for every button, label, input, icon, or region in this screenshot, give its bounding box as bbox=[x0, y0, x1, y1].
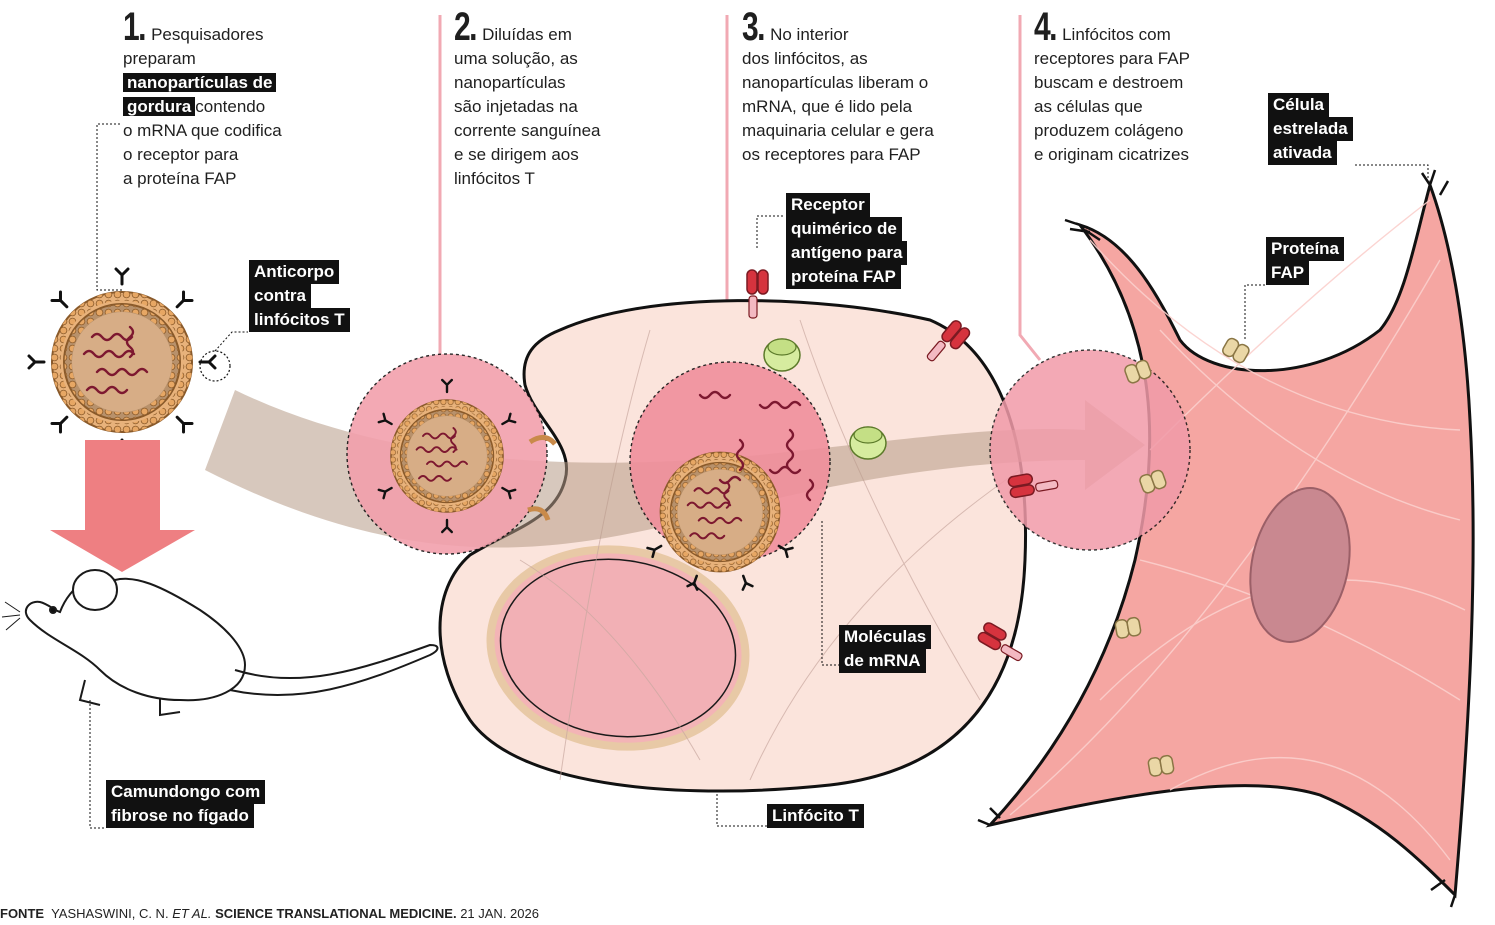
step-1-text: 1. Pesquisadores preparam nanopartículas… bbox=[123, 10, 343, 191]
step-1-highlight-1: nanopartículas de bbox=[123, 73, 276, 92]
fap-protein-4 bbox=[1115, 617, 1142, 639]
step-4-line-3: buscam e destroem bbox=[1034, 71, 1254, 95]
step-2-number: 2. bbox=[454, 10, 476, 44]
step-2-text: 2. Diluídas em uma solução, as nanopartí… bbox=[454, 10, 654, 191]
label-celula: Célula estrelada ativada bbox=[1268, 93, 1353, 165]
label-proteina-line-2: FAP bbox=[1266, 261, 1309, 285]
label-mrna-line-2: de mRNA bbox=[839, 649, 926, 673]
step-3-line-2: dos linfócitos, as bbox=[742, 47, 992, 71]
step-1-line-8: a proteína FAP bbox=[123, 167, 343, 191]
label-anticorpo: Anticorpo contra linfócitos T bbox=[249, 260, 350, 332]
source-prefix: FONTE bbox=[0, 906, 44, 921]
step-2-line-2: uma solução, as bbox=[454, 47, 654, 71]
step-3-text: 3. No interior dos linfócitos, as nanopa… bbox=[742, 10, 992, 167]
label-anticorpo-line-3: linfócitos T bbox=[249, 308, 350, 332]
step-2-line-4: são injetadas na bbox=[454, 95, 654, 119]
step-1-number: 1. bbox=[123, 10, 145, 44]
step-3-line-1: No interior bbox=[770, 25, 848, 44]
label-camundongo-line-2: fibrose no fígado bbox=[106, 804, 254, 828]
label-camundongo: Camundongo com fibrose no fígado bbox=[106, 780, 265, 828]
label-celula-line-2: estrelada bbox=[1268, 117, 1353, 141]
label-celula-line-1: Célula bbox=[1268, 93, 1329, 117]
label-linfocito-line-1: Linfócito T bbox=[767, 804, 864, 828]
step-3-line-5: maquinaria celular e gera bbox=[742, 119, 992, 143]
step-3-line-4: mRNA, que é lido pela bbox=[742, 95, 992, 119]
label-proteina-line-1: Proteína bbox=[1266, 237, 1344, 261]
step-1-line-7: o receptor para bbox=[123, 143, 343, 167]
step-1-line-2: preparam bbox=[123, 47, 343, 71]
source-date: 21 JAN. 2026 bbox=[460, 906, 539, 921]
label-receptor-line-4: proteína FAP bbox=[786, 265, 901, 289]
mouse-illustration bbox=[2, 570, 438, 715]
step-1-line-1: Pesquisadores bbox=[151, 25, 263, 44]
step-2-line-7: linfócitos T bbox=[454, 167, 654, 191]
step-3-number: 3. bbox=[742, 10, 764, 44]
source-etal: ET AL. bbox=[172, 906, 211, 921]
label-camundongo-line-1: Camundongo com bbox=[106, 780, 265, 804]
step-2-line-6: e se dirigem aos bbox=[454, 143, 654, 167]
step-3-line-6: os receptores para FAP bbox=[742, 143, 992, 167]
step-4-line-1: Linfócitos com bbox=[1062, 25, 1171, 44]
ribosome-2 bbox=[850, 427, 886, 459]
fap-protein-5 bbox=[1148, 755, 1175, 777]
step-4-line-2: receptores para FAP bbox=[1034, 47, 1254, 71]
step-2-line-3: nanopartículas bbox=[454, 71, 654, 95]
label-receptor-line-1: Receptor bbox=[786, 193, 870, 217]
step-4-number: 4. bbox=[1034, 10, 1056, 44]
label-mrna: Moléculas de mRNA bbox=[839, 625, 931, 673]
step-4-text: 4. Linfócitos com receptores para FAP bu… bbox=[1034, 10, 1254, 167]
zoom-circle-4 bbox=[990, 350, 1190, 550]
step-4-line-4: as células que bbox=[1034, 95, 1254, 119]
source-authors: YASHASWINI, C. N. bbox=[51, 906, 169, 921]
label-receptor: Receptor quimérico de antígeno para prot… bbox=[786, 193, 907, 289]
label-mrna-line-1: Moléculas bbox=[839, 625, 931, 649]
ribosome-1 bbox=[764, 339, 800, 371]
label-celula-line-3: ativada bbox=[1268, 141, 1337, 165]
step-4-line-5: produzem colágeno bbox=[1034, 119, 1254, 143]
nanoparticle-1 bbox=[29, 269, 215, 455]
label-anticorpo-line-1: Anticorpo bbox=[249, 260, 339, 284]
step-1-line-contendo: contendo bbox=[195, 97, 265, 116]
source-credit: FONTE YASHASWINI, C. N. ET AL. SCIENCE T… bbox=[0, 906, 539, 921]
label-proteina: Proteína FAP bbox=[1266, 237, 1344, 285]
step-2-line-1: Diluídas em bbox=[482, 25, 572, 44]
step-1-highlight-2: gordura bbox=[123, 97, 195, 116]
step-4-line-6: e originam cicatrizes bbox=[1034, 143, 1254, 167]
label-receptor-line-2: quimérico de bbox=[786, 217, 902, 241]
step-3-line-3: nanopartículas liberam o bbox=[742, 71, 992, 95]
step-2-line-5: corrente sanguínea bbox=[454, 119, 654, 143]
step-1-line-6: o mRNA que codifica bbox=[123, 119, 343, 143]
fap-protein-1 bbox=[1221, 337, 1251, 365]
label-linfocito: Linfócito T bbox=[767, 804, 864, 828]
down-arrow bbox=[50, 440, 195, 572]
label-anticorpo-line-2: contra bbox=[249, 284, 311, 308]
source-journal: SCIENCE TRANSLATIONAL MEDICINE. bbox=[215, 906, 456, 921]
label-receptor-line-3: antígeno para bbox=[786, 241, 907, 265]
